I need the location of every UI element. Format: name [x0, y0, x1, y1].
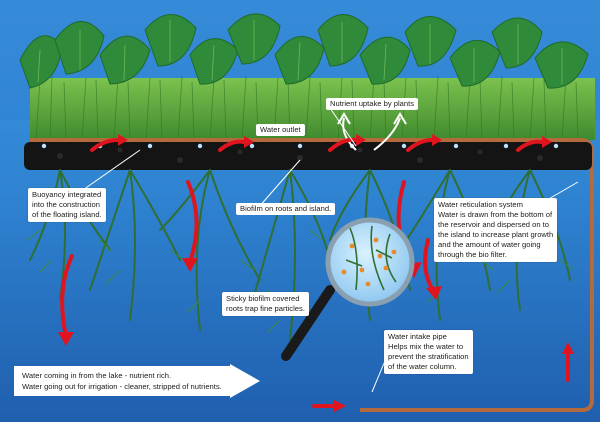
label-sticky-biofilm: Sticky biofilm covered roots trap fine p… [222, 292, 309, 316]
island-texture [57, 147, 543, 163]
flow-arrows [60, 137, 570, 408]
nutrient-uptake-arrows [337, 112, 407, 151]
label-intake-pipe: Water intake pipe Helps mix the water to… [384, 330, 473, 374]
reticulation-pipe [30, 138, 594, 412]
label-buoyancy: Buoyancy integrated into the constructio… [28, 188, 106, 222]
label-water-outlet: Water outlet [256, 124, 305, 136]
reed-blades [35, 75, 579, 141]
floating-island [24, 142, 592, 170]
label-inflow-arrow: Water coming in from the lake - nutrient… [14, 364, 260, 398]
leaf-veins [37, 20, 563, 84]
inflow-arrow-shape [14, 364, 260, 398]
label-nutrient-uptake: Nutrient uptake by plants [326, 98, 419, 110]
label-reticulation: Water reticulation system Water is drawn… [434, 198, 558, 262]
taro-leaves [19, 13, 589, 89]
label-biofilm-roots: Biofilm on roots and island. [236, 203, 336, 215]
magnifying-glass [281, 217, 415, 361]
